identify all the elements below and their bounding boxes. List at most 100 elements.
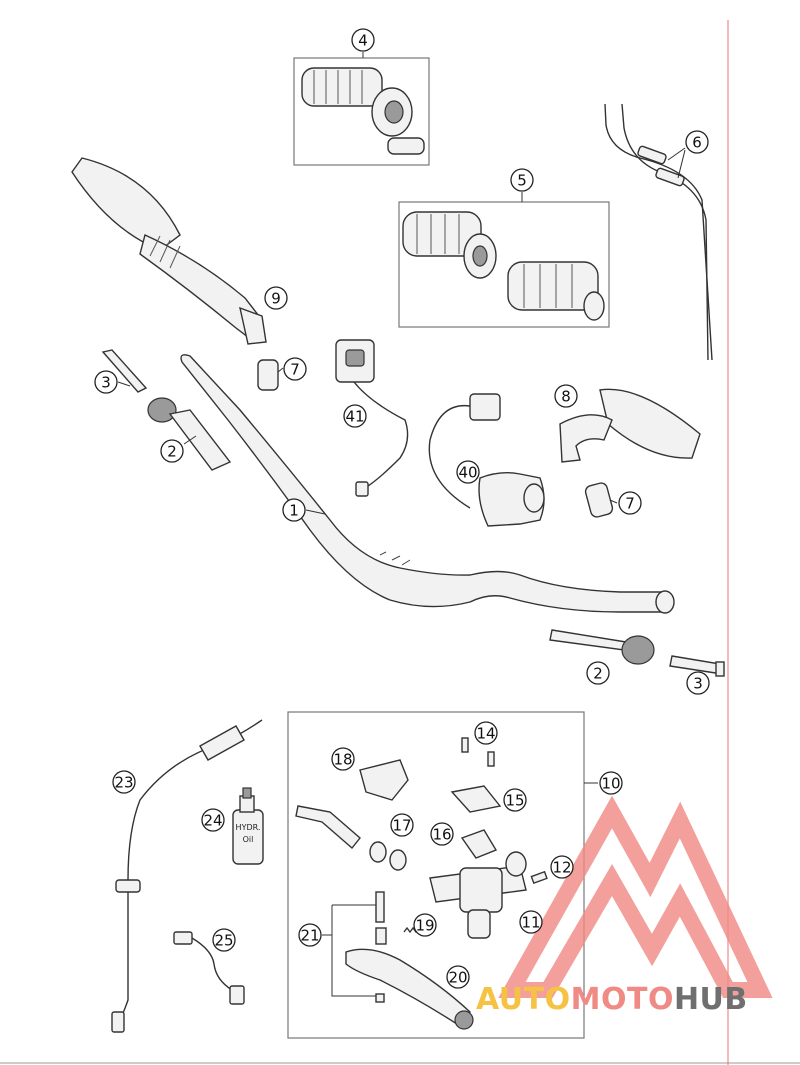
callout-circle: [430, 822, 454, 846]
callout-circle: [474, 721, 498, 745]
callout-label: 7: [625, 495, 635, 513]
part-8-right-mirror: [559, 388, 701, 463]
callout-label: 41: [345, 408, 364, 426]
part-12-screw: [530, 870, 548, 885]
callout-3: 3: [94, 370, 118, 394]
callout-11: 11: [519, 910, 543, 934]
watermark-auto: AUTO: [476, 982, 571, 1017]
watermark-mountain-icon: [498, 795, 773, 998]
callout-label: 9: [271, 290, 281, 308]
callout-circle: [282, 498, 306, 522]
watermark-hub: HUB: [673, 982, 748, 1017]
callout-circle: [160, 439, 184, 463]
part-9-left-mirror: [71, 157, 267, 345]
callout-8: 8: [554, 384, 578, 408]
part-2-bar-end-left: [147, 397, 232, 471]
callout-15: 15: [503, 788, 527, 812]
part-14-screws: [461, 737, 495, 767]
callout-7: 7: [618, 491, 642, 515]
part-3-bolt-right: [669, 655, 725, 677]
callout-17: 17: [390, 813, 414, 837]
callout-41: 41: [343, 404, 367, 428]
callout-circle: [283, 357, 307, 381]
part-2-bar-end-right: [549, 629, 655, 665]
callout-3: 3: [686, 671, 710, 695]
callout-circle: [94, 370, 118, 394]
callout-circle: [264, 286, 288, 310]
callout-label: 6: [692, 134, 702, 152]
part-7-nut-lower: [584, 482, 618, 518]
callout-23: 23: [112, 770, 136, 794]
callout-2: 2: [160, 439, 184, 463]
callout-circle: [331, 747, 355, 771]
callout-label: 14: [476, 725, 495, 743]
part-6-throttle-cables: [604, 103, 713, 361]
callout-label: 15: [505, 792, 524, 810]
part-11-master-cylinder: [429, 851, 527, 939]
part-25-sensor-wire: [173, 931, 245, 1005]
callout-40: 40: [456, 460, 480, 484]
callout-circle: [554, 384, 578, 408]
callout-circle: [503, 788, 527, 812]
part-20-lever: [345, 948, 474, 1030]
callout-circle: [212, 928, 236, 952]
callout-12: 12: [550, 855, 574, 879]
callout-21: 21: [298, 923, 322, 947]
callout-9: 9: [264, 286, 288, 310]
callout-label: 18: [333, 751, 352, 769]
callout-25: 25: [212, 928, 236, 952]
callout-1: 1: [282, 498, 306, 522]
callout-circle: [586, 661, 610, 685]
callout-label: 3: [693, 675, 703, 693]
part-1-handlebar: [180, 354, 675, 614]
callout-18: 18: [331, 747, 355, 771]
callout-label: 25: [214, 932, 233, 950]
callout-4: 4: [351, 28, 375, 52]
part-23-brake-line: [111, 719, 263, 1033]
callout-circle: [685, 130, 709, 154]
callout-label: 40: [458, 464, 477, 482]
part-21-pin: [322, 891, 387, 1003]
callout-label: 3: [101, 374, 111, 392]
callout-label: 19: [415, 917, 434, 935]
callout-5: 5: [510, 168, 534, 192]
callout-14: 14: [474, 721, 498, 745]
callout-7: 7: [283, 357, 307, 381]
callout-10: 10: [599, 771, 623, 795]
part-16-bracket: [460, 829, 498, 859]
part-41-switch: [335, 339, 409, 497]
part-18-clamp: [359, 759, 409, 801]
callout-16: 16: [430, 822, 454, 846]
callout-label: 7: [290, 361, 300, 379]
callout-label: 24: [203, 812, 222, 830]
callout-circle: [456, 460, 480, 484]
callout-circle: [599, 771, 623, 795]
callout-6: 6: [685, 130, 709, 154]
callout-24: 24: [201, 808, 225, 832]
part-5-grips: [398, 192, 610, 328]
watermark-logo: [498, 795, 773, 998]
callout-circle: [298, 923, 322, 947]
part-15-cover: [450, 785, 502, 813]
callout-label: 23: [114, 774, 133, 792]
watermark-moto: MOTO: [570, 982, 674, 1017]
callout-label: 16: [432, 826, 451, 844]
callout-circle: [510, 168, 534, 192]
callout-label: 10: [601, 775, 620, 793]
bottle-label-line1: HYDR.: [236, 823, 261, 832]
callout-label: 8: [561, 388, 571, 406]
callout-circle: [550, 855, 574, 879]
part-40-switch-unit: [428, 393, 545, 527]
callout-label: 1: [289, 502, 299, 520]
callout-circle: [413, 913, 437, 937]
callout-2: 2: [586, 661, 610, 685]
callout-circle: [618, 491, 642, 515]
callout-circle: [519, 910, 543, 934]
callout-label: 12: [552, 859, 571, 877]
callout-circle: [351, 28, 375, 52]
callout-label: 20: [448, 969, 467, 987]
callout-label: 4: [358, 32, 368, 50]
callout-label: 2: [167, 443, 177, 461]
